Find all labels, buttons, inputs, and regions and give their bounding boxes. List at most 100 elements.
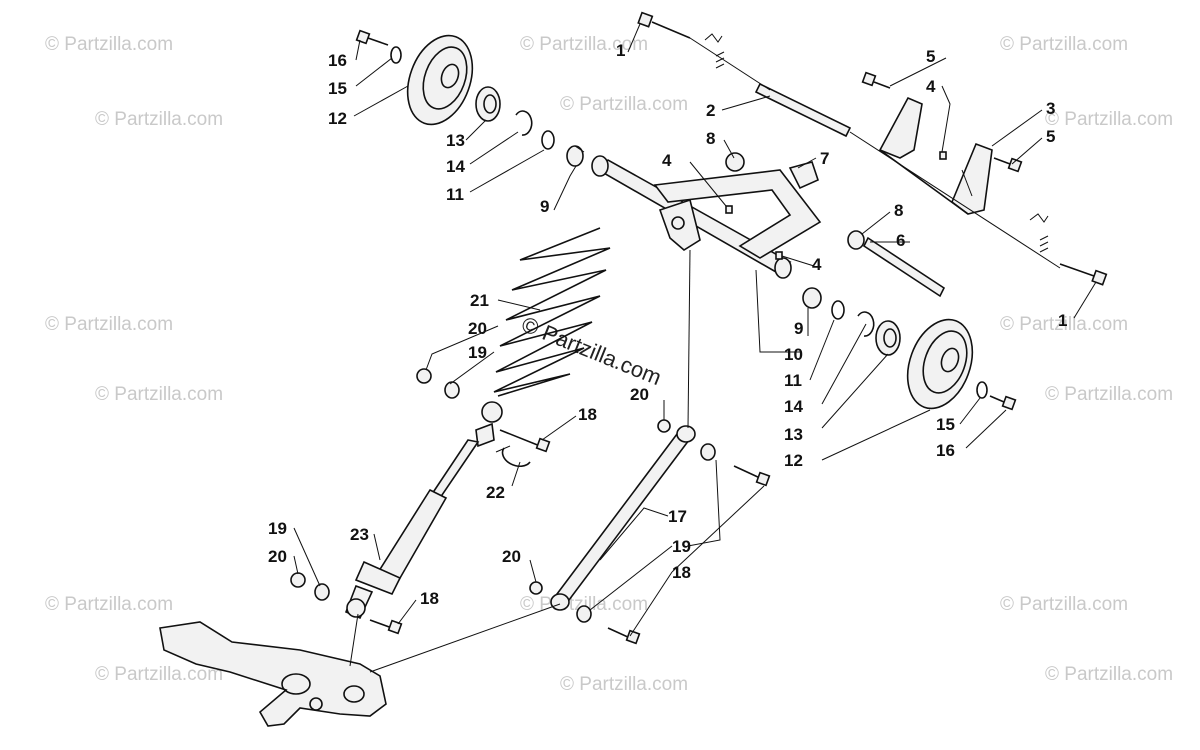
alignment-lines <box>349 37 1061 673</box>
callout-20-upper: 20 <box>468 319 487 338</box>
bolt-5-top <box>861 71 891 89</box>
callout-9-upper: 9 <box>540 197 549 216</box>
fitting-4-c <box>939 151 947 160</box>
watermark: © Partzilla.com <box>1000 594 1128 615</box>
bolt-18-lower <box>369 619 403 635</box>
callout-19-right: 19 <box>672 537 691 556</box>
callout-15-upper: 15 <box>328 79 347 98</box>
callout-20-bottom: 20 <box>502 547 521 566</box>
watermark: © Partzilla.com <box>1000 314 1128 335</box>
bushing-20-d <box>529 581 543 595</box>
bolt-1-top <box>637 11 691 39</box>
bolt-16-bottom <box>989 395 1017 411</box>
bolt-16-top <box>355 29 389 46</box>
callout-11-lower: 11 <box>784 371 802 390</box>
callout-3: 3 <box>1046 99 1055 118</box>
callout-8-lower: 8 <box>894 201 903 220</box>
watermark: © Partzilla.com <box>95 384 223 405</box>
callout-11-upper: 11 <box>446 185 464 204</box>
spacer-19-b <box>314 583 330 601</box>
callout-21: 21 <box>470 291 489 310</box>
callout-6: 6 <box>896 231 905 250</box>
callout-16-lower: 16 <box>936 441 955 460</box>
callout-4-mid: 4 <box>662 151 672 170</box>
spacer-9-bottom <box>802 287 822 309</box>
callout-19-upper: 19 <box>468 343 487 362</box>
callout-12-upper: 12 <box>328 109 347 128</box>
bushing-20-c <box>657 419 671 433</box>
callout-5-right: 5 <box>1046 127 1055 146</box>
watermark: © Partzilla.com <box>95 109 223 130</box>
parts-artwork <box>159 11 1108 727</box>
callout-13-upper: 13 <box>446 131 465 150</box>
watermark: © Partzilla.com <box>1045 664 1173 685</box>
callout-1-bottom: 1 <box>1058 311 1067 330</box>
spacer-19-c <box>700 443 716 461</box>
bushing-20-a <box>416 368 432 384</box>
snap-ring-14-bottom <box>857 311 875 337</box>
callout-22: 22 <box>486 483 505 502</box>
leader-lines <box>293 23 1097 637</box>
callout-18-right: 18 <box>672 563 691 582</box>
callout-labels: 1 1 2 3 4 4 4 5 5 6 7 8 8 9 9 10 11 11 1… <box>268 41 1067 608</box>
callout-17: 17 <box>668 507 687 526</box>
callout-8-upper: 8 <box>706 129 715 148</box>
watermark: © Partzilla.com <box>560 94 688 115</box>
watermark: © Partzilla.com <box>1045 109 1173 130</box>
tube-7 <box>788 161 819 190</box>
callout-18-upper: 18 <box>578 405 597 424</box>
ring-11-bottom <box>831 300 845 320</box>
callout-2: 2 <box>706 101 715 120</box>
bolt-18-upper <box>499 429 551 453</box>
shock-absorber-23 <box>344 401 503 620</box>
callout-14-upper: 14 <box>446 157 465 176</box>
watermark: © Partzilla.com <box>45 314 173 335</box>
spacer-19-a <box>444 381 460 399</box>
callout-15-lower: 15 <box>936 415 955 434</box>
ring-15-top <box>390 46 402 64</box>
fitting-4-a <box>725 205 733 214</box>
bearing-13-top <box>475 86 501 122</box>
coil-spring-21 <box>493 227 611 397</box>
retainer-22 <box>495 445 531 468</box>
callout-18-lower: 18 <box>420 589 439 608</box>
callout-14-lower: 14 <box>784 397 803 416</box>
swing-arm-10 <box>591 155 822 279</box>
bushing-20-b <box>290 572 306 588</box>
watermark: © Partzilla.com <box>1045 384 1173 405</box>
callout-1-top: 1 <box>616 41 625 60</box>
callout-19-lower: 19 <box>268 519 287 538</box>
callout-16-upper: 16 <box>328 51 347 70</box>
callout-20-link: 20 <box>630 385 649 404</box>
callout-13-lower: 13 <box>784 425 803 444</box>
bushing-8-lower <box>847 230 865 250</box>
bolt-18-link-bottom <box>607 627 641 645</box>
callout-12-lower: 12 <box>784 451 803 470</box>
callout-4-bottom: 4 <box>812 255 822 274</box>
callout-7: 7 <box>820 149 829 168</box>
callout-10: 10 <box>784 345 803 364</box>
idler-wheel-12-top <box>406 34 474 126</box>
lower-frame <box>159 621 387 727</box>
watermark: © Partzilla.com <box>1000 34 1128 55</box>
frame-hints <box>704 33 1049 253</box>
callout-4-top: 4 <box>926 77 936 96</box>
watermark-layer: © Partzilla.com © Partzilla.com © Partzi… <box>45 34 1173 695</box>
callout-20-lower: 20 <box>268 547 287 566</box>
shaft-2 <box>754 82 852 138</box>
bolt-18-right <box>733 465 771 487</box>
shaft-6 <box>862 236 946 298</box>
watermark: © Partzilla.com <box>560 674 688 695</box>
snap-ring-14-top <box>515 110 533 136</box>
center-watermark: © Partzilla.com <box>518 311 665 390</box>
bushing-8-upper <box>725 152 745 172</box>
spacer-9-top <box>566 145 585 167</box>
callout-5-top: 5 <box>926 47 935 66</box>
bearing-13-bottom <box>875 320 901 356</box>
callout-23: 23 <box>350 525 369 544</box>
callout-9-lower: 9 <box>794 319 803 338</box>
bolt-1-bottom <box>1059 263 1108 286</box>
watermark: © Partzilla.com <box>520 34 648 55</box>
